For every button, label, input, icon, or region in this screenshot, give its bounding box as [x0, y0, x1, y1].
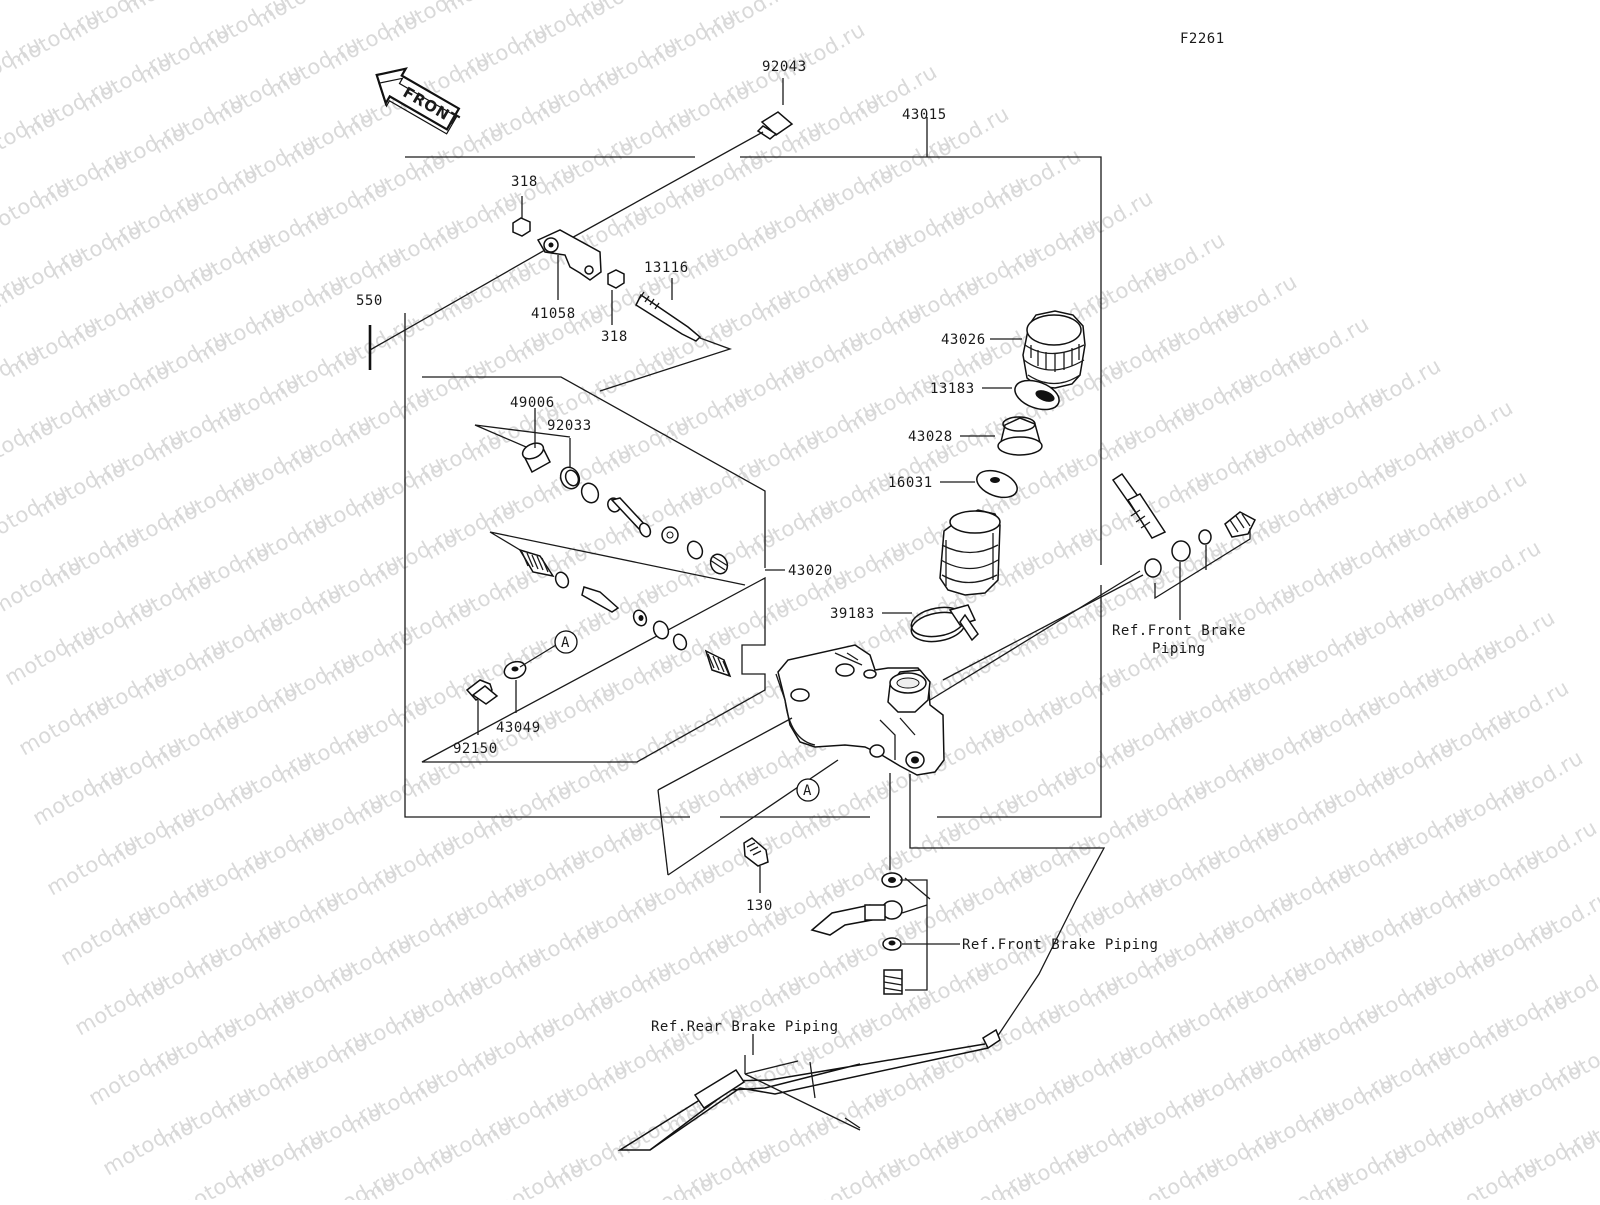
part-label-41058: 41058 [531, 306, 576, 322]
part-label-39183: 39183 [830, 606, 875, 622]
part-label-318-top: 318 [511, 174, 538, 190]
watermark-text: motod.ru [29, 759, 128, 830]
watermark-text: motod.ru [489, 1151, 588, 1200]
part-label-43049: 43049 [496, 720, 541, 736]
watermark-text: motod.ru [0, 0, 31, 32]
watermark-text: motod.ru [807, 1151, 906, 1200]
watermark-text: motod.ru [1573, 1165, 1600, 1200]
part-label-318-bottom: 318 [601, 329, 628, 345]
watermark-text: motod.ru [99, 1109, 198, 1180]
part-label-43015: 43015 [902, 107, 947, 123]
part-label-43020: 43020 [788, 563, 833, 579]
figure-code: F2261 [1180, 31, 1225, 47]
watermark-text: motod.ru [1, 619, 100, 690]
watermark-text: motod.ru [627, 0, 726, 4]
watermark-text: motod.ru [0, 101, 59, 172]
watermark-text: motod.ru [0, 409, 57, 480]
watermark-text: motod.ru [57, 899, 156, 970]
part-label-13116: 13116 [644, 260, 689, 276]
watermark-text: motod.ru [0, 549, 85, 620]
watermark-text: motod.ru [309, 0, 408, 4]
part-label-16031: 16031 [888, 475, 933, 491]
part-label-43028: 43028 [908, 429, 953, 445]
watermark-text: motod.ru [0, 171, 73, 242]
watermark-text: motod.ru [15, 689, 114, 760]
ref-front-brake-label-line1: Ref.Front Brake [1112, 623, 1246, 639]
watermark-text: motod.ru [71, 969, 170, 1040]
watermark-text: motod.ru [1443, 1151, 1542, 1200]
part-label-92150: 92150 [453, 741, 498, 757]
part-label-92033: 92033 [547, 418, 592, 434]
callout-a-lower: A [797, 779, 819, 801]
callout-a-lower-label: A [803, 783, 812, 799]
callout-a-upper: A [555, 631, 577, 653]
part-label-49006: 49006 [510, 395, 555, 411]
ref-front-brake-label-line2: Piping [1152, 641, 1206, 657]
part-label-130: 130 [746, 898, 773, 914]
watermark-text: motod.ru [85, 1039, 184, 1110]
watermark-text: motod.ru [43, 829, 142, 900]
ref-rear-brake-piping-label: Ref.Rear Brake Piping [651, 1019, 839, 1035]
callout-a-upper-label: A [561, 635, 570, 651]
part-label-43026: 43026 [941, 332, 986, 348]
part-label-550: 550 [356, 293, 383, 309]
washer-16031 [940, 466, 1021, 503]
part-label-13183: 13183 [930, 381, 975, 397]
part-label-92043: 92043 [762, 59, 807, 75]
watermark-text: motod.ru [171, 1151, 270, 1200]
watermark-text: motod.ru [0, 479, 71, 550]
ref-front-brake-piping-label: Ref.Front Brake Piping [962, 937, 1158, 953]
watermark-text: motod.ru [0, 0, 89, 4]
watermark-text: motod.ru [1125, 1151, 1224, 1200]
